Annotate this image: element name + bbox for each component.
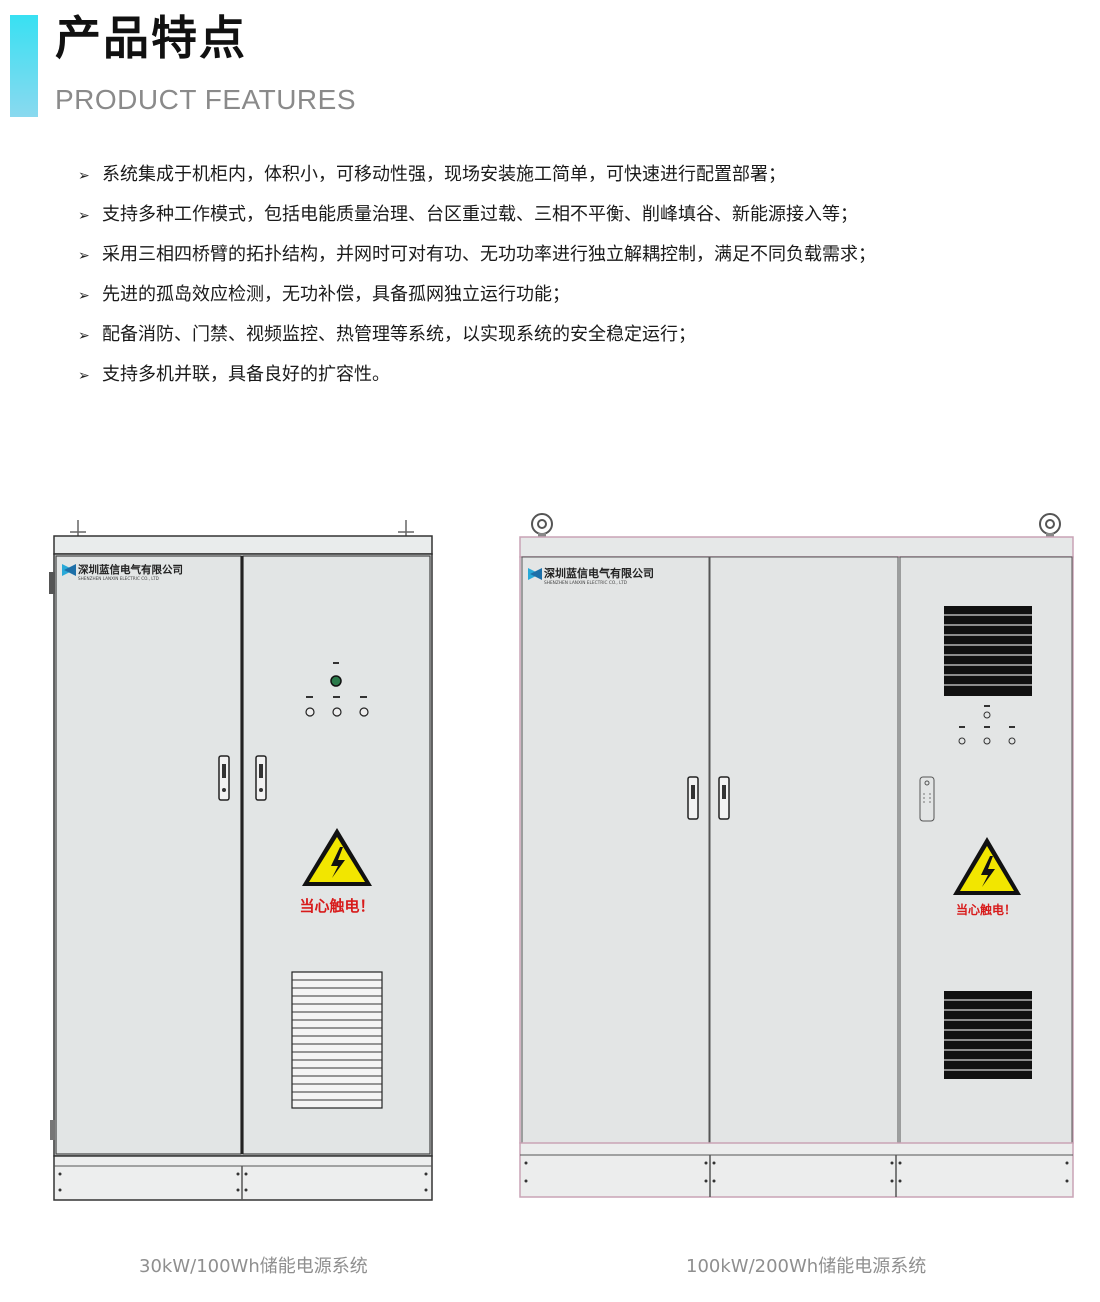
feature-text: 支持多机并联，具备良好的扩容性。 xyxy=(102,364,390,385)
warning-label: 当心触电！ xyxy=(956,902,1016,917)
list-item: ➢ 采用三相四桥臂的拓扑结构，并网时可对有功、无功功率进行独立解耦控制，满足不同负… xyxy=(78,240,876,280)
company-name-en: SHENZHEN LANXIN ELECTRIC CO., LTD xyxy=(78,576,159,581)
feature-text: 支持多种工作模式，包括电能质量治理、台区重过载、三相不平衡、削峰填谷、新能源接入… xyxy=(102,204,858,225)
feature-text: 配备消防、门禁、视频监控、热管理等系统，以实现系统的安全稳定运行； xyxy=(102,324,696,345)
cabinet-30kw-illustration: 深圳蓝信电气有限公司 SHENZHEN LANXIN ELECTRIC CO.,… xyxy=(49,520,433,1201)
lifting-eye-right xyxy=(1039,513,1061,539)
cabinet-door-2 xyxy=(709,556,899,1144)
warning-label: 当心触电！ xyxy=(299,897,374,915)
cabinet-door-1 xyxy=(521,556,710,1144)
door-handle-left xyxy=(687,776,699,820)
fault-indicator-light xyxy=(359,707,369,717)
power-indicator-light xyxy=(305,707,315,717)
indicator-panel xyxy=(958,705,1016,745)
feature-list: ➢系统集成于机柜内，体积小，可移动性强，现场安装施工简单，可快速进行配置部署； … xyxy=(78,160,876,400)
arrow-bullet-icon: ➢ xyxy=(78,208,90,224)
page-subtitle: PRODUCT FEATURES xyxy=(55,84,356,115)
door-handle-third xyxy=(919,776,935,822)
ventilation-grille-top xyxy=(944,606,1032,696)
list-item: ➢ 系统集成于机柜内，体积小，可移动性强，现场安装施工简单，可快速进行配置部署； xyxy=(78,160,876,200)
list-item: ➢ 支持多种工作模式，包括电能质量治理、台区重过载、三相不平衡、削峰填谷、新能源接… xyxy=(78,200,876,240)
emergency-stop-button xyxy=(330,675,342,687)
door-handle-left xyxy=(218,755,230,801)
feature-text: 采用三相四桥臂的拓扑结构，并网时可对有功、无功功率进行独立解耦控制，满足不同负载… xyxy=(102,244,876,265)
power-indicator-light xyxy=(958,737,966,745)
cabinet-100kw-illustration: 深圳蓝信电气有限公司 SHENZHEN LANXIN ELECTRIC CO.,… xyxy=(519,513,1074,1198)
door-handle-right xyxy=(255,755,267,801)
product-caption-30kw: 30kW/100Wh储能电源系统 xyxy=(139,1256,368,1277)
indicator-panel xyxy=(305,662,369,717)
feature-text: 系统集成于机柜内，体积小，可移动性强，现场安装施工简单，可快速进行配置部署； xyxy=(102,164,786,185)
list-item: ➢ 支持多机并联，具备良好的扩容性。 xyxy=(78,360,876,400)
company-name-cn: 深圳蓝信电气有限公司 xyxy=(78,563,183,576)
company-name-en: SHENZHEN LANXIN ELECTRIC CO., LTD xyxy=(544,580,628,586)
list-item: ➢ 配备消防、门禁、视频监控、热管理等系统，以实现系统的安全稳定运行； xyxy=(78,320,876,360)
company-logo: 深圳蓝信电气有限公司 SHENZHEN LANXIN ELECTRIC CO.,… xyxy=(62,563,183,581)
product-caption-100kw: 100kW/200Wh储能电源系统 xyxy=(686,1256,927,1277)
door-handle-right xyxy=(718,776,730,820)
list-item: ➢ 先进的孤岛效应检测，无功补偿，具备孤网独立运行功能； xyxy=(78,280,876,320)
page-title: 产品特点 xyxy=(55,11,247,65)
high-voltage-warning-icon xyxy=(953,837,1021,895)
lifting-eye-left xyxy=(531,513,553,539)
lifting-lug-left xyxy=(70,520,86,538)
lifting-lug-right xyxy=(398,520,414,538)
cabinet-top-cap xyxy=(519,536,1074,558)
run-indicator-light xyxy=(332,707,342,717)
high-voltage-warning-icon xyxy=(302,828,372,886)
cabinet-base xyxy=(53,1155,433,1201)
ventilation-louver xyxy=(291,971,383,1109)
arrow-bullet-icon: ➢ xyxy=(78,248,90,264)
company-logo: 深圳蓝信电气有限公司 SHENZHEN LANXIN ELECTRIC CO.,… xyxy=(528,566,654,586)
cabinet-top-cap xyxy=(53,535,433,555)
accent-bar xyxy=(10,15,38,117)
arrow-bullet-icon: ➢ xyxy=(78,168,90,184)
emergency-stop-button xyxy=(983,711,991,719)
cabinet-base xyxy=(519,1142,1074,1198)
ventilation-grille-bottom xyxy=(944,991,1032,1079)
arrow-bullet-icon: ➢ xyxy=(78,288,90,304)
company-name-cn: 深圳蓝信电气有限公司 xyxy=(544,566,654,580)
feature-text: 先进的孤岛效应检测，无功补偿，具备孤网独立运行功能； xyxy=(102,284,570,305)
cabinet-left-door xyxy=(55,555,242,1155)
run-indicator-light xyxy=(983,737,991,745)
fault-indicator-light xyxy=(1008,737,1016,745)
arrow-bullet-icon: ➢ xyxy=(78,328,90,344)
arrow-bullet-icon: ➢ xyxy=(78,368,90,384)
